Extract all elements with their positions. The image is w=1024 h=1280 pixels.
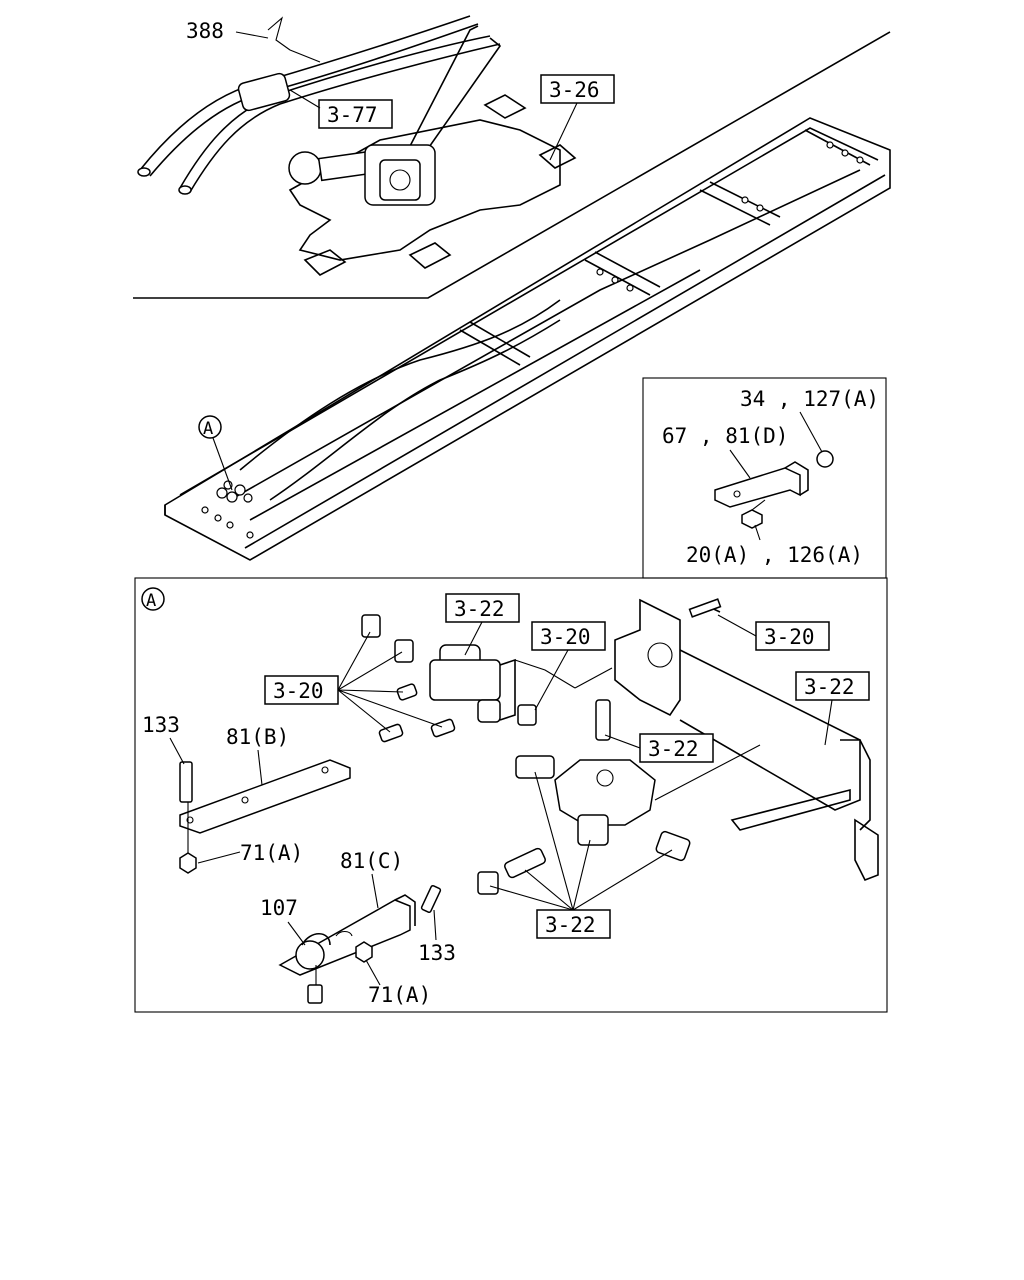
callout-67-81d: 67 , 81(D) <box>662 424 788 448</box>
callout-box-3-22-bottom <box>536 909 611 939</box>
marker-a-frame <box>198 415 222 439</box>
top-inset <box>133 15 891 299</box>
callout-3-22-right: 3-22 <box>804 675 855 699</box>
inset-bracket <box>714 450 834 529</box>
callout-133-bottom: 133 <box>418 941 456 965</box>
callout-3-22-top: 3-22 <box>454 597 505 621</box>
callout-3-20-right: 3-20 <box>764 625 815 649</box>
callout-3-22-valve: 3-22 <box>648 737 699 761</box>
callout-box-3-20-left <box>264 675 339 705</box>
callout-box-3-22-right <box>795 671 870 701</box>
callout-box-3-20-mid <box>531 621 606 651</box>
callout-3-22-bottom: 3-22 <box>545 913 596 937</box>
callout-3-20-mid: 3-20 <box>540 625 591 649</box>
callout-107: 107 <box>260 896 298 920</box>
callout-box-3-26 <box>540 74 615 104</box>
callout-81b: 81(B) <box>226 725 289 749</box>
callout-3-77: 3-77 <box>327 103 378 127</box>
callout-3-26: 3-26 <box>549 78 600 102</box>
marker-a-frame-label: A <box>203 419 213 439</box>
callout-box-3-77 <box>318 99 393 129</box>
marker-a-detail <box>141 587 165 611</box>
marker-a-detail-label: A <box>146 591 156 611</box>
chassis-frame <box>164 117 891 561</box>
callout-34-127a: 34 , 127(A) <box>740 387 879 411</box>
callout-388: 388 <box>186 19 224 43</box>
callout-71a-top: 71(A) <box>240 841 303 865</box>
callout-133-top: 133 <box>142 713 180 737</box>
callout-box-3-22-top <box>445 593 520 623</box>
callout-box-3-20-right <box>755 621 830 651</box>
detail-parts <box>179 598 879 1004</box>
callout-81c: 81(C) <box>340 849 403 873</box>
callout-3-20-left: 3-20 <box>273 679 324 703</box>
callout-20a-126a: 20(A) , 126(A) <box>686 543 863 567</box>
callout-71a-bottom: 71(A) <box>368 983 431 1007</box>
detail-a-box <box>134 577 888 1013</box>
